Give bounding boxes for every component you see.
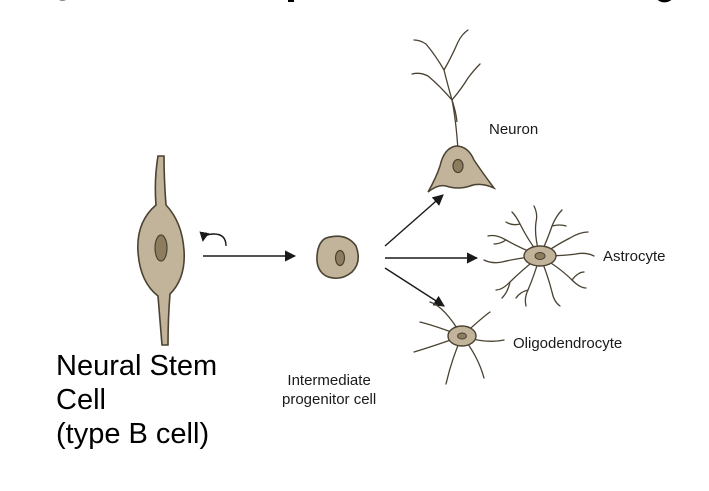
stem-cell-icon xyxy=(137,155,186,346)
neuron-icon xyxy=(411,29,497,193)
astrocyte-label: Astrocyte xyxy=(603,248,666,265)
oligodendrocyte-icon xyxy=(413,301,505,385)
stem-cell-label-line-1: Neural Stem xyxy=(56,350,218,382)
neuron-label: Neuron xyxy=(489,121,539,138)
stem-cell-label-line-2: Cell xyxy=(56,384,106,416)
cropped-title-fragment xyxy=(0,0,709,12)
progenitor-label-line-1: Intermediate xyxy=(287,372,371,389)
progenitor-label-line-2: progenitor cell xyxy=(282,391,377,408)
astrocyte-icon xyxy=(483,205,595,307)
progenitor-cell-label: Intermediate progenitor cell xyxy=(282,371,376,409)
progenitor-to-neuron-arrow xyxy=(384,194,444,247)
stem-cell-label-line-3: (type B cell) xyxy=(56,418,210,450)
oligodendrocyte-label: Oligodendrocyte xyxy=(513,335,623,352)
progenitor-cell-icon xyxy=(316,235,360,280)
self-renewal-arrow xyxy=(199,231,227,247)
progenitor-to-oligodendrocyte-arrow xyxy=(384,267,445,307)
stem-cell-label: Neural Stem Cell (type B cell) xyxy=(56,349,217,451)
